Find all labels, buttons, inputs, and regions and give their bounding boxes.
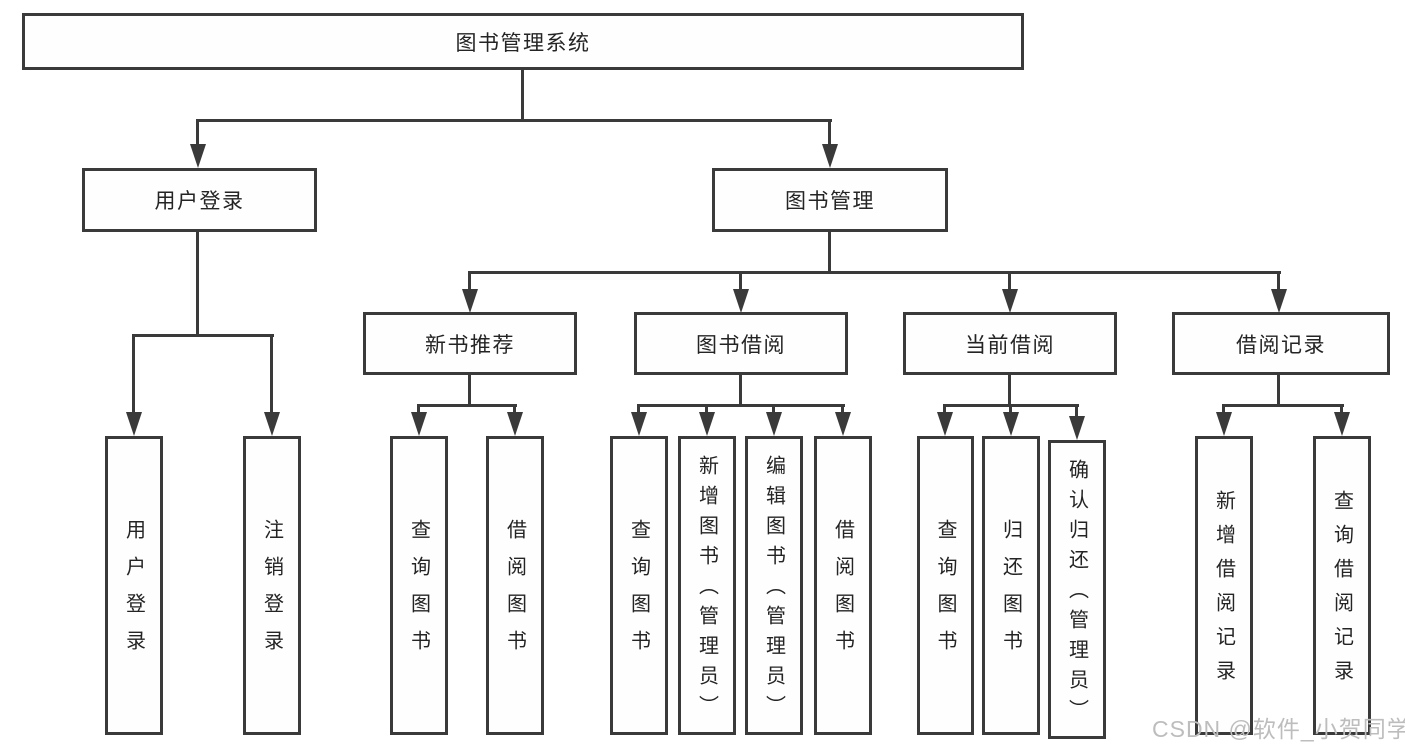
node-label: 借阅图书 [503, 518, 526, 667]
connector-line [1008, 372, 1011, 407]
arrow-down-icon [1216, 412, 1232, 436]
node-label: 借阅记录 [1236, 333, 1326, 357]
arrow-down-icon [822, 144, 838, 168]
connector-line [417, 404, 517, 407]
connector-line [468, 271, 1281, 274]
node-new-book-recommend: 新书推荐 [363, 312, 577, 375]
arrow-down-icon [1069, 416, 1085, 440]
arrow-down-icon [1003, 412, 1019, 436]
leaf-user-login: 用户登录 [105, 436, 163, 735]
arrow-down-icon [411, 412, 427, 436]
arrow-down-icon [507, 412, 523, 436]
arrow-down-icon [126, 412, 142, 436]
node-label: 图书管理系统 [455, 31, 591, 55]
connector-line [705, 404, 708, 418]
node-label: 新增借阅记录 [1212, 489, 1235, 694]
arrow-down-icon [937, 412, 953, 436]
arrow-down-icon [699, 412, 715, 436]
node-label: 编辑图书（管理员） [762, 454, 785, 725]
connector-line [1222, 404, 1225, 418]
node-label: 查询借阅记录 [1330, 489, 1353, 694]
leaf-add-book-admin: 新增图书（管理员） [678, 436, 736, 735]
node-label: 用户登录 [122, 518, 145, 667]
leaf-query-borrow-record: 查询借阅记录 [1313, 436, 1371, 735]
node-label: 图书借阅 [696, 333, 786, 357]
arrow-down-icon [1002, 289, 1018, 313]
connector-line [1008, 271, 1011, 293]
connector-line [739, 271, 742, 293]
arrow-down-icon [1271, 289, 1287, 313]
node-label: 图书管理 [785, 190, 875, 213]
arrow-down-icon [835, 412, 851, 436]
leaf-borrow-books-1: 借阅图书 [486, 436, 544, 735]
leaf-query-books-1: 查询图书 [390, 436, 448, 735]
leaf-edit-book-admin: 编辑图书（管理员） [745, 436, 803, 735]
connector-line [270, 334, 273, 416]
node-label: 新书推荐 [425, 333, 515, 357]
arrow-down-icon [733, 289, 749, 313]
node-label: 查询图书 [407, 518, 430, 667]
connector-line [637, 404, 640, 418]
node-label: 用户登录 [154, 190, 245, 213]
arrow-down-icon [766, 412, 782, 436]
node-label: 归还图书 [999, 518, 1022, 667]
arrow-down-icon [1334, 412, 1350, 436]
node-label: 确认归还（管理员） [1065, 458, 1088, 729]
leaf-query-books-2: 查询图书 [610, 436, 668, 735]
node-borrow-records: 借阅记录 [1172, 312, 1390, 375]
leaf-return-books: 归还图书 [982, 436, 1040, 735]
connector-line [196, 119, 199, 149]
node-root: 图书管理系统 [22, 13, 1024, 70]
connector-line [943, 404, 946, 418]
connector-line [828, 229, 831, 274]
connector-line [1009, 404, 1012, 418]
node-book-management: 图书管理 [712, 168, 948, 232]
connector-line [468, 271, 471, 293]
leaf-add-borrow-record: 新增借阅记录 [1195, 436, 1253, 735]
arrow-down-icon [190, 144, 206, 168]
leaf-query-books-3: 查询图书 [917, 436, 974, 735]
node-user-login: 用户登录 [82, 168, 317, 232]
connector-line [841, 404, 844, 418]
node-label: 注销登录 [260, 518, 283, 667]
connector-line [521, 70, 524, 122]
connector-line [132, 334, 135, 416]
connector-line [1075, 404, 1078, 422]
connector-line [417, 404, 420, 418]
connector-line [739, 372, 742, 407]
connector-line [1277, 271, 1280, 293]
connector-line [772, 404, 775, 418]
node-label: 查询图书 [934, 518, 956, 667]
node-current-borrow: 当前借阅 [903, 312, 1117, 375]
arrow-down-icon [631, 412, 647, 436]
connector-line [637, 404, 845, 407]
node-label: 新增图书（管理员） [695, 454, 718, 725]
leaf-logout: 注销登录 [243, 436, 301, 735]
node-label: 借阅图书 [831, 518, 854, 667]
leaf-confirm-return-admin: 确认归还（管理员） [1048, 440, 1106, 739]
connector-line [1222, 404, 1344, 407]
connector-line [828, 119, 831, 149]
leaf-borrow-books-2: 借阅图书 [814, 436, 872, 735]
node-label: 查询图书 [627, 518, 650, 667]
connector-line [196, 229, 199, 337]
connector-line [196, 119, 832, 122]
connector-line [1277, 372, 1280, 407]
connector-line [1340, 404, 1343, 418]
csdn-watermark: CSDN @软件_小贺同学 [1152, 716, 1405, 742]
connector-line [513, 404, 516, 418]
connector-line [468, 372, 471, 407]
node-label: 当前借阅 [965, 333, 1055, 357]
node-book-borrow: 图书借阅 [634, 312, 848, 375]
connector-line [133, 334, 274, 337]
arrow-down-icon [462, 289, 478, 313]
arrow-down-icon [264, 412, 280, 436]
